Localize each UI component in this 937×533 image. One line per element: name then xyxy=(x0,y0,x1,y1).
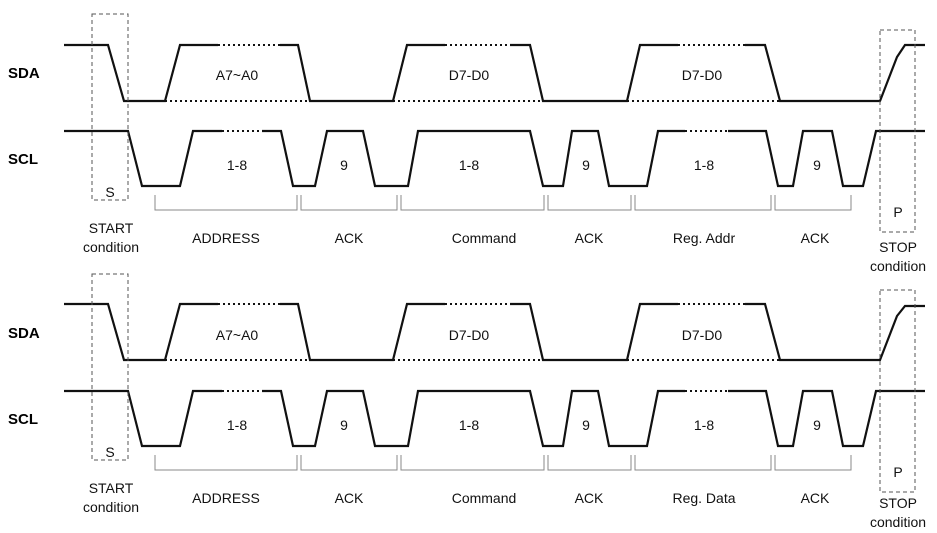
sda-dotted-segments xyxy=(165,303,780,361)
start-condition-caption: START xyxy=(89,220,134,236)
segment-label: ACK xyxy=(801,230,830,246)
stop-marker: P xyxy=(893,204,902,220)
sda-waveform xyxy=(64,302,925,362)
sda-byte-label: A7~A0 xyxy=(216,67,259,83)
sda-dotted-segments xyxy=(165,44,780,102)
timing-frame-1: SDA SCL A7~A0 D7-D0 D7-D0 1-8 9 1-8 9 1-… xyxy=(8,13,926,274)
scl-waveform xyxy=(64,389,925,448)
clock-label: 9 xyxy=(340,157,348,173)
stop-condition-caption: STOP xyxy=(879,239,917,255)
segment-label: Command xyxy=(452,490,517,506)
scl-signal-label: SCL xyxy=(8,411,38,428)
timing-frame-2: SDA SCL A7~A0 D7-D0 D7-D0 1-8 9 1-8 9 1-… xyxy=(8,273,926,530)
clock-label: 9 xyxy=(340,417,348,433)
start-condition-box xyxy=(91,13,129,201)
sda-waveform xyxy=(64,43,925,103)
stop-marker: P xyxy=(893,464,902,480)
segment-label: Reg. Addr xyxy=(673,230,736,246)
segment-label: ACK xyxy=(335,230,364,246)
start-condition-caption: condition xyxy=(83,239,139,255)
segment-brackets xyxy=(154,455,852,471)
scl-waveform xyxy=(64,129,925,188)
clock-label: 9 xyxy=(582,157,590,173)
clock-label: 1-8 xyxy=(694,417,714,433)
start-marker: S xyxy=(105,184,114,200)
segment-label: ACK xyxy=(335,490,364,506)
start-condition-caption: condition xyxy=(83,499,139,515)
start-marker: S xyxy=(105,444,114,460)
sda-signal-label: SDA xyxy=(8,325,40,342)
start-condition-caption: START xyxy=(89,480,134,496)
segment-label: Command xyxy=(452,230,517,246)
segment-label: ACK xyxy=(575,490,604,506)
sda-byte-label: D7-D0 xyxy=(682,327,723,343)
sda-signal-label: SDA xyxy=(8,65,40,82)
start-condition-box xyxy=(91,273,129,461)
segment-brackets xyxy=(154,195,852,211)
clock-label: 9 xyxy=(813,417,821,433)
segment-label: ACK xyxy=(801,490,830,506)
clock-label: 1-8 xyxy=(694,157,714,173)
sda-byte-label: D7-D0 xyxy=(449,67,490,83)
stop-condition-caption: STOP xyxy=(879,495,917,511)
stop-condition-box xyxy=(879,289,916,493)
sda-byte-label: A7~A0 xyxy=(216,327,259,343)
segment-label: ADDRESS xyxy=(192,490,260,506)
clock-label: 1-8 xyxy=(459,417,479,433)
clock-label: 9 xyxy=(813,157,821,173)
sda-byte-label: D7-D0 xyxy=(682,67,723,83)
segment-label: Reg. Data xyxy=(672,490,735,506)
segment-label: ACK xyxy=(575,230,604,246)
clock-label: 9 xyxy=(582,417,590,433)
clock-label: 1-8 xyxy=(227,157,247,173)
sda-byte-label: D7-D0 xyxy=(449,327,490,343)
stop-condition-caption: condition xyxy=(870,514,926,530)
stop-condition-box xyxy=(879,29,916,233)
stop-condition-caption: condition xyxy=(870,258,926,274)
clock-label: 1-8 xyxy=(227,417,247,433)
clock-label: 1-8 xyxy=(459,157,479,173)
scl-signal-label: SCL xyxy=(8,151,38,168)
segment-label: ADDRESS xyxy=(192,230,260,246)
